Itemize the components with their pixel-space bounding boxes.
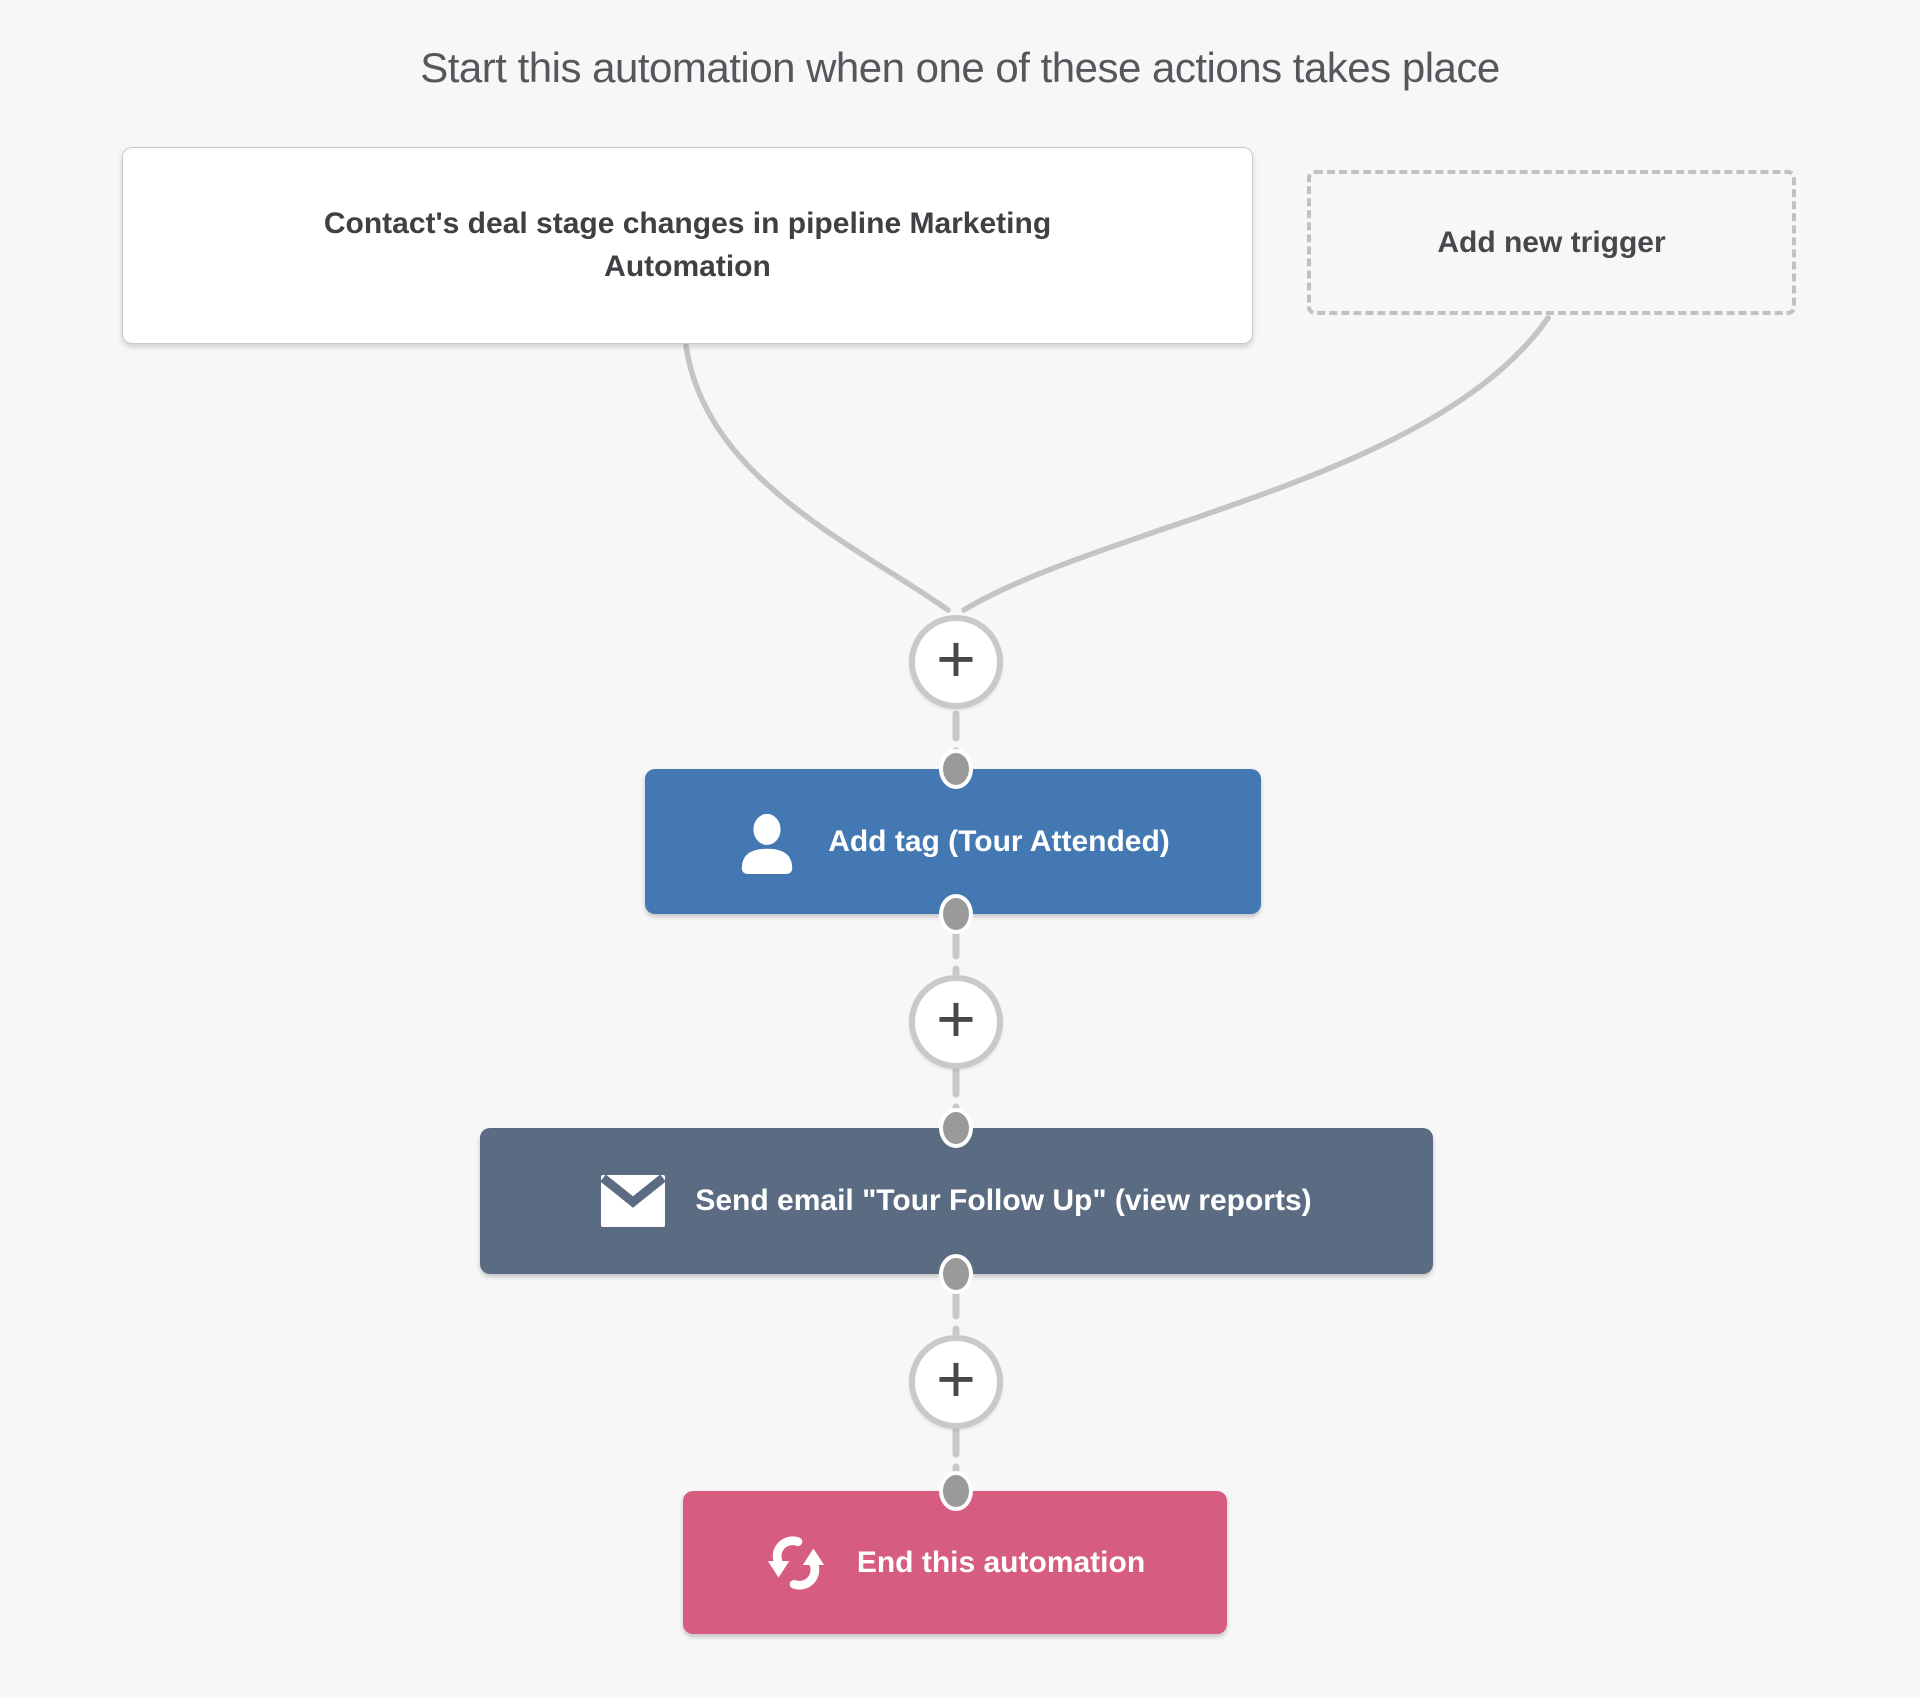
connector-dot [939, 1471, 973, 1511]
connector-dot [939, 1254, 973, 1294]
trigger-card-label: Contact's deal stage changes in pipeline… [323, 206, 1052, 283]
envelope-icon [601, 1175, 666, 1227]
add-action-button-2[interactable]: + [909, 975, 1003, 1069]
page-title: Start this automation when one of these … [420, 44, 1500, 91]
action-node-end-automation[interactable]: End this automation [683, 1491, 1227, 1634]
connector-dot [939, 749, 973, 789]
connector-dot [939, 894, 973, 934]
add-action-button-3[interactable]: + [909, 1335, 1003, 1429]
connector-dot [939, 1108, 973, 1148]
plus-icon: + [936, 981, 976, 1057]
plus-icon: + [936, 1341, 976, 1417]
action-node-add-tag[interactable]: Add tag (Tour Attended) [645, 769, 1261, 914]
add-action-button-1[interactable]: + [909, 615, 1003, 709]
trigger-connector-curve-right [961, 315, 1551, 613]
sync-icon [765, 1534, 827, 1592]
trigger-connector-curve-left [683, 343, 951, 613]
action-node-label: Send email "Tour Follow Up" (view report… [695, 1184, 1312, 1217]
action-node-send-email[interactable]: Send email "Tour Follow Up" (view report… [480, 1128, 1433, 1274]
action-node-label: Add tag (Tour Attended) [828, 824, 1170, 858]
add-new-trigger-label: Add new trigger [1437, 225, 1666, 259]
action-node-label: End this automation [856, 1545, 1146, 1579]
user-icon [736, 809, 798, 875]
trigger-card-deal-stage[interactable]: Contact's deal stage changes in pipeline… [122, 147, 1253, 344]
add-new-trigger-button[interactable]: Add new trigger [1307, 170, 1796, 315]
plus-icon: + [936, 621, 976, 697]
